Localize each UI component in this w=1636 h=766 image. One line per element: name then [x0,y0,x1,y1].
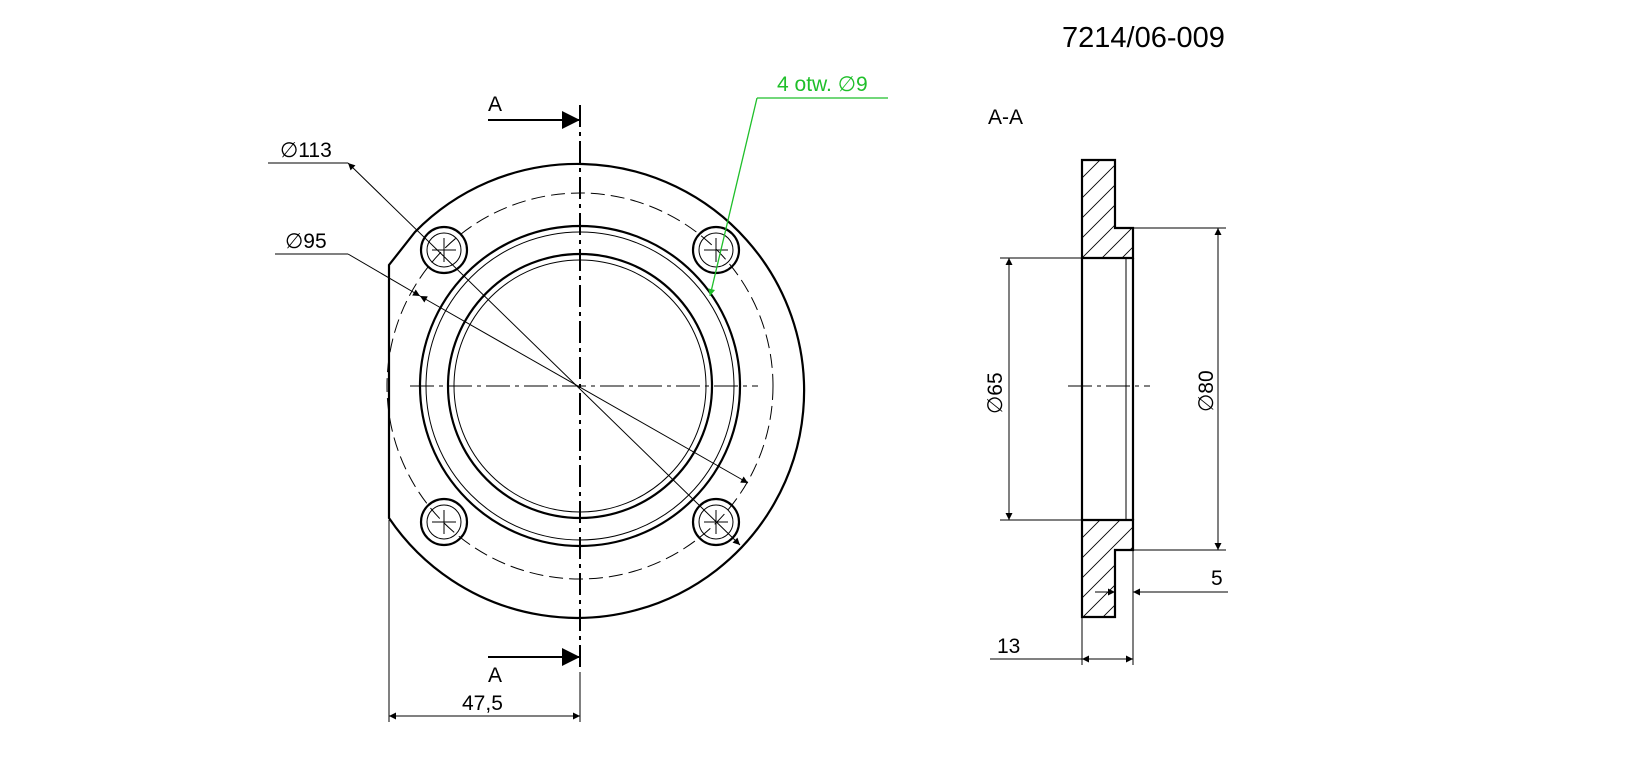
dim-5-label: 5 [1211,567,1223,590]
dim-113-line [347,162,741,546]
bolt-hole-bottom-left [419,497,469,547]
dim-95-label: ∅95 [285,230,327,253]
bolt-hole-top-right [691,225,741,275]
section-upper-outline [1080,158,1135,260]
hatch-lower [1082,520,1133,617]
dim-95-line-2 [419,295,749,484]
front-view: A A ∅113 ∅95 47,5 4 otw. ∅9 [268,73,888,722]
bolt-hole-top-left [419,225,469,275]
hatch-upper [1082,160,1133,258]
drawing-number: 7214/06-009 [1062,22,1225,54]
dim-113-label: ∅113 [280,139,332,162]
section-marker-bottom: A [488,664,502,687]
flange-outline [387,162,806,619]
dim-80-label: ∅80 [1195,370,1218,412]
dim-65-label: ∅65 [984,372,1007,414]
section-view: A-A [984,106,1228,665]
section-marker-top: A [488,93,502,116]
dim-95-line [347,253,421,297]
hole-callout-leader [708,97,758,297]
hole-callout-label: 4 otw. ∅9 [777,73,868,96]
dim-47-label: 47,5 [462,692,503,715]
dim-13-label: 13 [997,635,1020,658]
section-view-label: A-A [988,106,1023,129]
